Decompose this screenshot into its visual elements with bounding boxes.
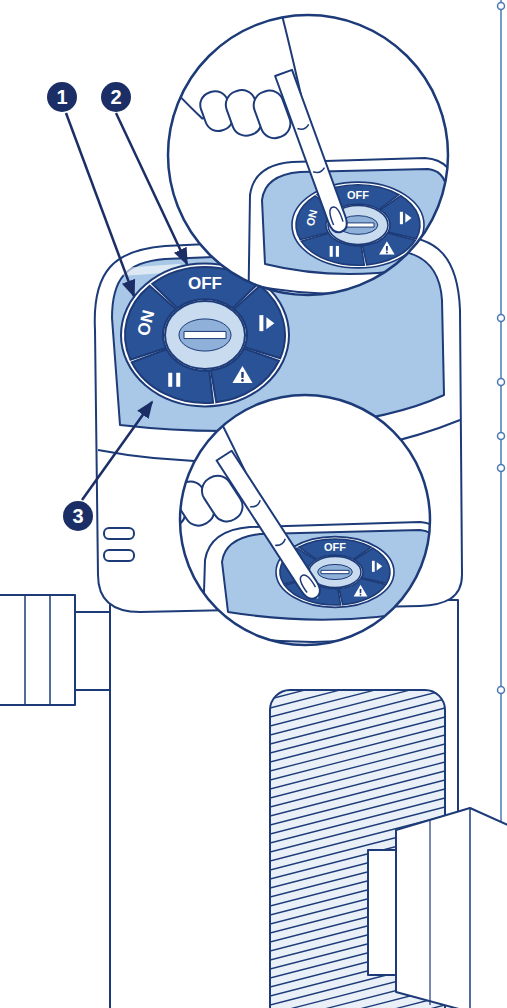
nut-edge [49, 595, 51, 705]
controller-housing [200, 522, 455, 720]
magnified-inset [68, 364, 455, 720]
hub-slot [321, 570, 349, 573]
finger-nail [328, 206, 343, 225]
warning-dot [360, 594, 362, 596]
dial-label: OFF [324, 542, 346, 553]
pause-bar [176, 373, 180, 387]
hub-slot [184, 331, 226, 338]
grille-line [270, 780, 445, 825]
margin-dot [498, 315, 505, 322]
warning-triangle [232, 366, 252, 383]
controller-housing [248, 158, 460, 330]
control-panel [262, 169, 448, 274]
inset-border [180, 395, 430, 645]
margin-dot [498, 465, 505, 472]
pause-bar [330, 246, 333, 257]
hand [68, 364, 335, 665]
nut-edge [469, 808, 471, 1008]
grille-line [270, 708, 445, 753]
callout-arrow [82, 402, 152, 500]
grille-line [270, 744, 445, 789]
grille-line [270, 717, 445, 762]
index-finger [275, 70, 350, 235]
manual-arrow [405, 213, 411, 222]
dial-label: ON [305, 209, 320, 228]
grille-line [270, 690, 445, 726]
margin-dot [498, 3, 505, 10]
pipe-nut [0, 595, 75, 705]
housing-slot [104, 550, 134, 561]
callout-arrow [116, 113, 187, 264]
control-panel [222, 530, 442, 620]
finger-crease [297, 124, 309, 130]
manual-bar [259, 315, 263, 331]
callout-number: 2 [101, 82, 131, 112]
warning-mark [241, 372, 243, 378]
finger-nail [298, 573, 316, 593]
warning-dot [241, 379, 244, 382]
finger-crease [275, 539, 286, 548]
inset-border [168, 15, 448, 295]
manual-bar [372, 561, 375, 572]
finger-crease [250, 500, 261, 509]
warning-dot [386, 252, 388, 254]
grille-line [270, 753, 445, 798]
grille-line [270, 699, 445, 744]
pipe-collar [75, 612, 113, 690]
grille-line [270, 771, 445, 816]
hub-grip [318, 564, 353, 579]
callout-number: 3 [63, 501, 93, 531]
nut-edge [429, 820, 430, 1005]
hub-grip [179, 319, 231, 351]
nut-collar [368, 850, 398, 975]
grille-line [270, 726, 445, 771]
warning-triangle [354, 585, 368, 597]
margin-dot [498, 687, 505, 694]
index-finger [217, 451, 324, 603]
pipe-nut [396, 808, 507, 1008]
nut-edge [24, 595, 26, 705]
callout-arrow [66, 113, 134, 296]
margin-dot [498, 379, 505, 386]
grille-line [270, 690, 445, 735]
manual-bar [400, 212, 403, 224]
magnified-inset [134, 0, 460, 330]
manual-arrow [266, 317, 274, 329]
callout-number: 1 [47, 82, 77, 112]
finger-crease [313, 168, 325, 174]
margin-dot [498, 433, 505, 440]
warning-triangle [379, 241, 395, 254]
dial-label: ON [135, 309, 158, 338]
housing-slot [104, 528, 134, 539]
pause-bar [336, 246, 339, 257]
dial-hub [165, 301, 245, 369]
warning-mark [360, 589, 362, 593]
grille-line [270, 1005, 445, 1008]
dial-label: OFF [188, 275, 222, 292]
dial-label: OFF [347, 190, 369, 201]
grille-line [270, 735, 445, 780]
grille-line [270, 762, 445, 807]
warning-mark [386, 246, 388, 251]
manual-arrow [377, 562, 383, 570]
pause-bar [168, 373, 172, 387]
